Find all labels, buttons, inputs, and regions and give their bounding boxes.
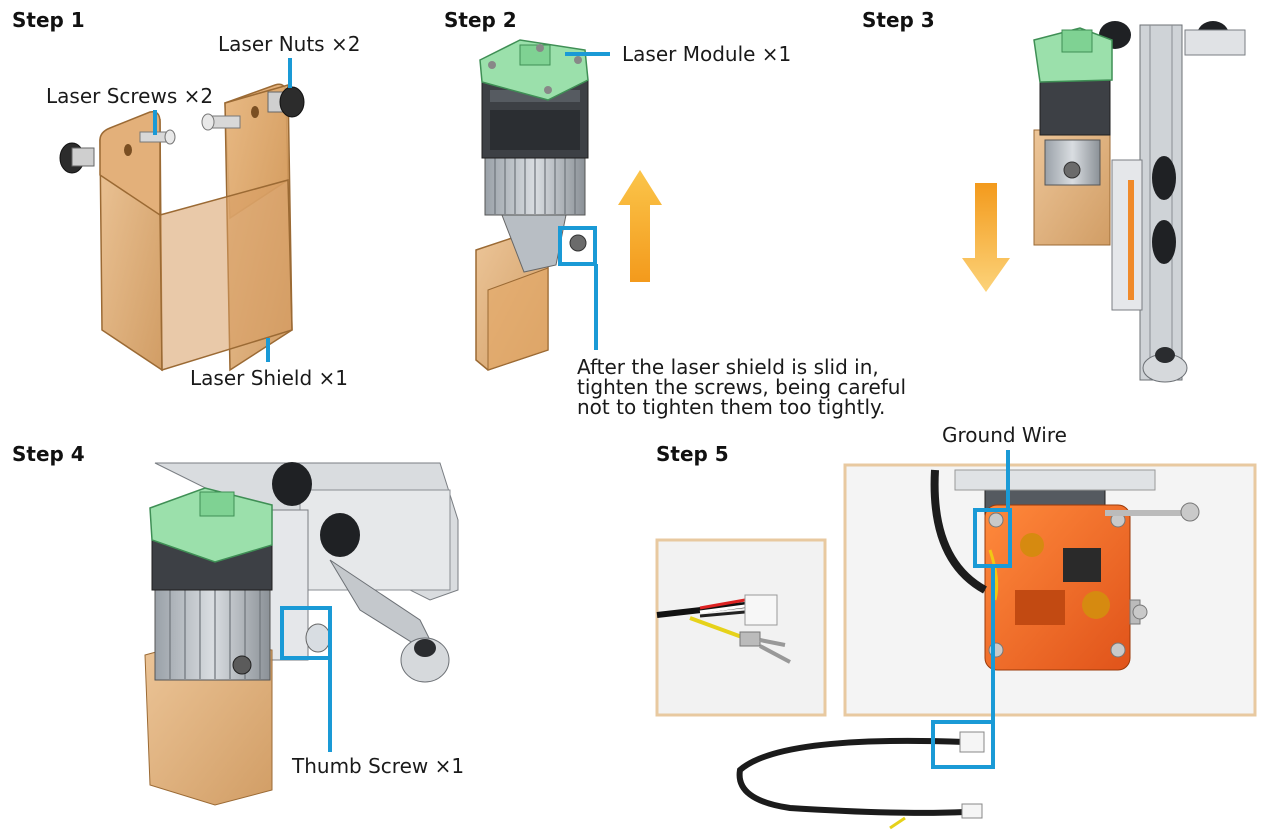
step2-note-line-2: tighten the screws, being careful [577,375,907,399]
up-arrow-icon [618,170,662,282]
step5-connector-photo [655,538,827,717]
step-3-title: Step 3 [862,8,935,32]
step-1-title: Step 1 [12,8,85,32]
step1-callout-lines [153,58,292,362]
laser-shield-label: Laser Shield ×1 [190,366,349,390]
step1-shield-illustration [59,83,305,372]
step-2-title: Step 2 [444,8,517,32]
step4-callout-lines [280,606,332,752]
step5-board-photo [843,463,1257,717]
laser-nuts-label: Laser Nuts ×2 [218,32,361,56]
step2-note: After the laser shield is slid in, tight… [577,357,906,417]
step2-note-line-1: After the laser shield is slid in, [577,355,879,379]
ground-wire-label: Ground Wire [942,423,1067,447]
step2-module-illustration [475,39,589,371]
step2-callout-lines [558,52,610,350]
step5-cable [736,731,985,830]
step2-note-line-3: not to tighten them too tightly. [577,395,886,419]
step4-tighten-illustration [144,462,459,806]
step-5-title: Step 5 [656,442,729,466]
down-arrow-icon [962,183,1010,292]
step-4-title: Step 4 [12,442,85,466]
step3-mount-illustration [1033,21,1246,383]
laser-module-label: Laser Module ×1 [622,42,792,66]
step5-callout-lines [931,450,1012,769]
thumb-screw-label: Thumb Screw ×1 [292,754,465,778]
laser-screws-label: Laser Screws ×2 [46,84,214,108]
